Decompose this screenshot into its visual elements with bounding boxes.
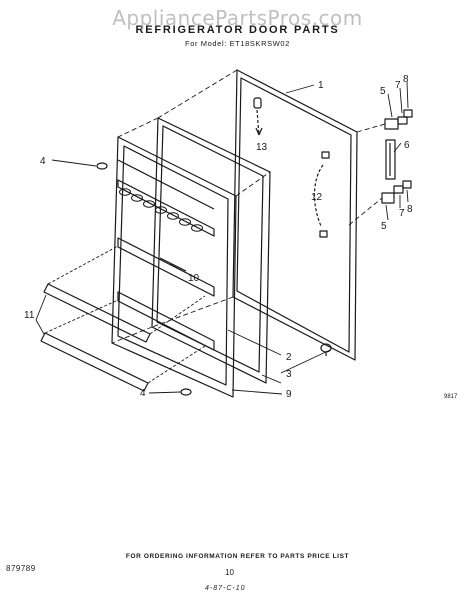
leader-lines xyxy=(35,81,409,395)
callout-1: 1 xyxy=(318,80,324,91)
outer-door-panel xyxy=(232,69,358,361)
door-shelf-bars xyxy=(40,245,206,392)
revision-code: 4-87-C-10 xyxy=(205,585,246,592)
callout-13: 13 xyxy=(256,142,268,153)
liner-shelves xyxy=(117,237,215,351)
callout-8-top: 8 xyxy=(403,74,409,85)
door-gasket xyxy=(151,117,271,384)
top-hinge-assembly xyxy=(384,109,413,130)
part-list-code: 879789 xyxy=(6,564,36,573)
callout-5-top: 5 xyxy=(380,86,386,97)
watermark: AppliancePartsPros.com xyxy=(112,6,363,30)
screw-part xyxy=(96,162,192,396)
callout-11: 11 xyxy=(24,310,35,321)
hinge-pin-bar xyxy=(385,139,396,180)
callout-4-bottom: 4 xyxy=(140,388,146,399)
alignment-lines xyxy=(111,69,386,344)
callout-12: 12 xyxy=(311,192,323,203)
callout-6: 6 xyxy=(404,140,410,151)
figure-code: 9817 xyxy=(444,394,458,400)
callout-10: 10 xyxy=(188,273,200,284)
page-title: REFRIGERATOR DOOR PARTS xyxy=(135,24,340,36)
callout-7-top: 7 xyxy=(395,80,401,91)
callout-5-bottom: 5 xyxy=(381,221,387,232)
page-number: 10 xyxy=(225,568,234,577)
egg-tray xyxy=(119,188,203,232)
callout-7-bottom: 7 xyxy=(399,208,405,219)
ordering-note: FOR ORDERING INFORMATION REFER TO PARTS … xyxy=(125,553,350,560)
callout-3: 3 xyxy=(286,369,292,380)
hinge-slots xyxy=(313,151,330,238)
callout-4-top: 4 xyxy=(40,156,46,167)
door-button-part xyxy=(253,97,263,136)
callout-8-bottom: 8 xyxy=(407,204,413,215)
model-number: For Model: ET18SKRSW02 xyxy=(185,39,290,48)
inner-door-liner xyxy=(111,136,237,398)
callout-2: 2 xyxy=(286,352,292,363)
bottom-hinge-assembly xyxy=(381,180,412,204)
callout-9: 9 xyxy=(286,389,292,400)
